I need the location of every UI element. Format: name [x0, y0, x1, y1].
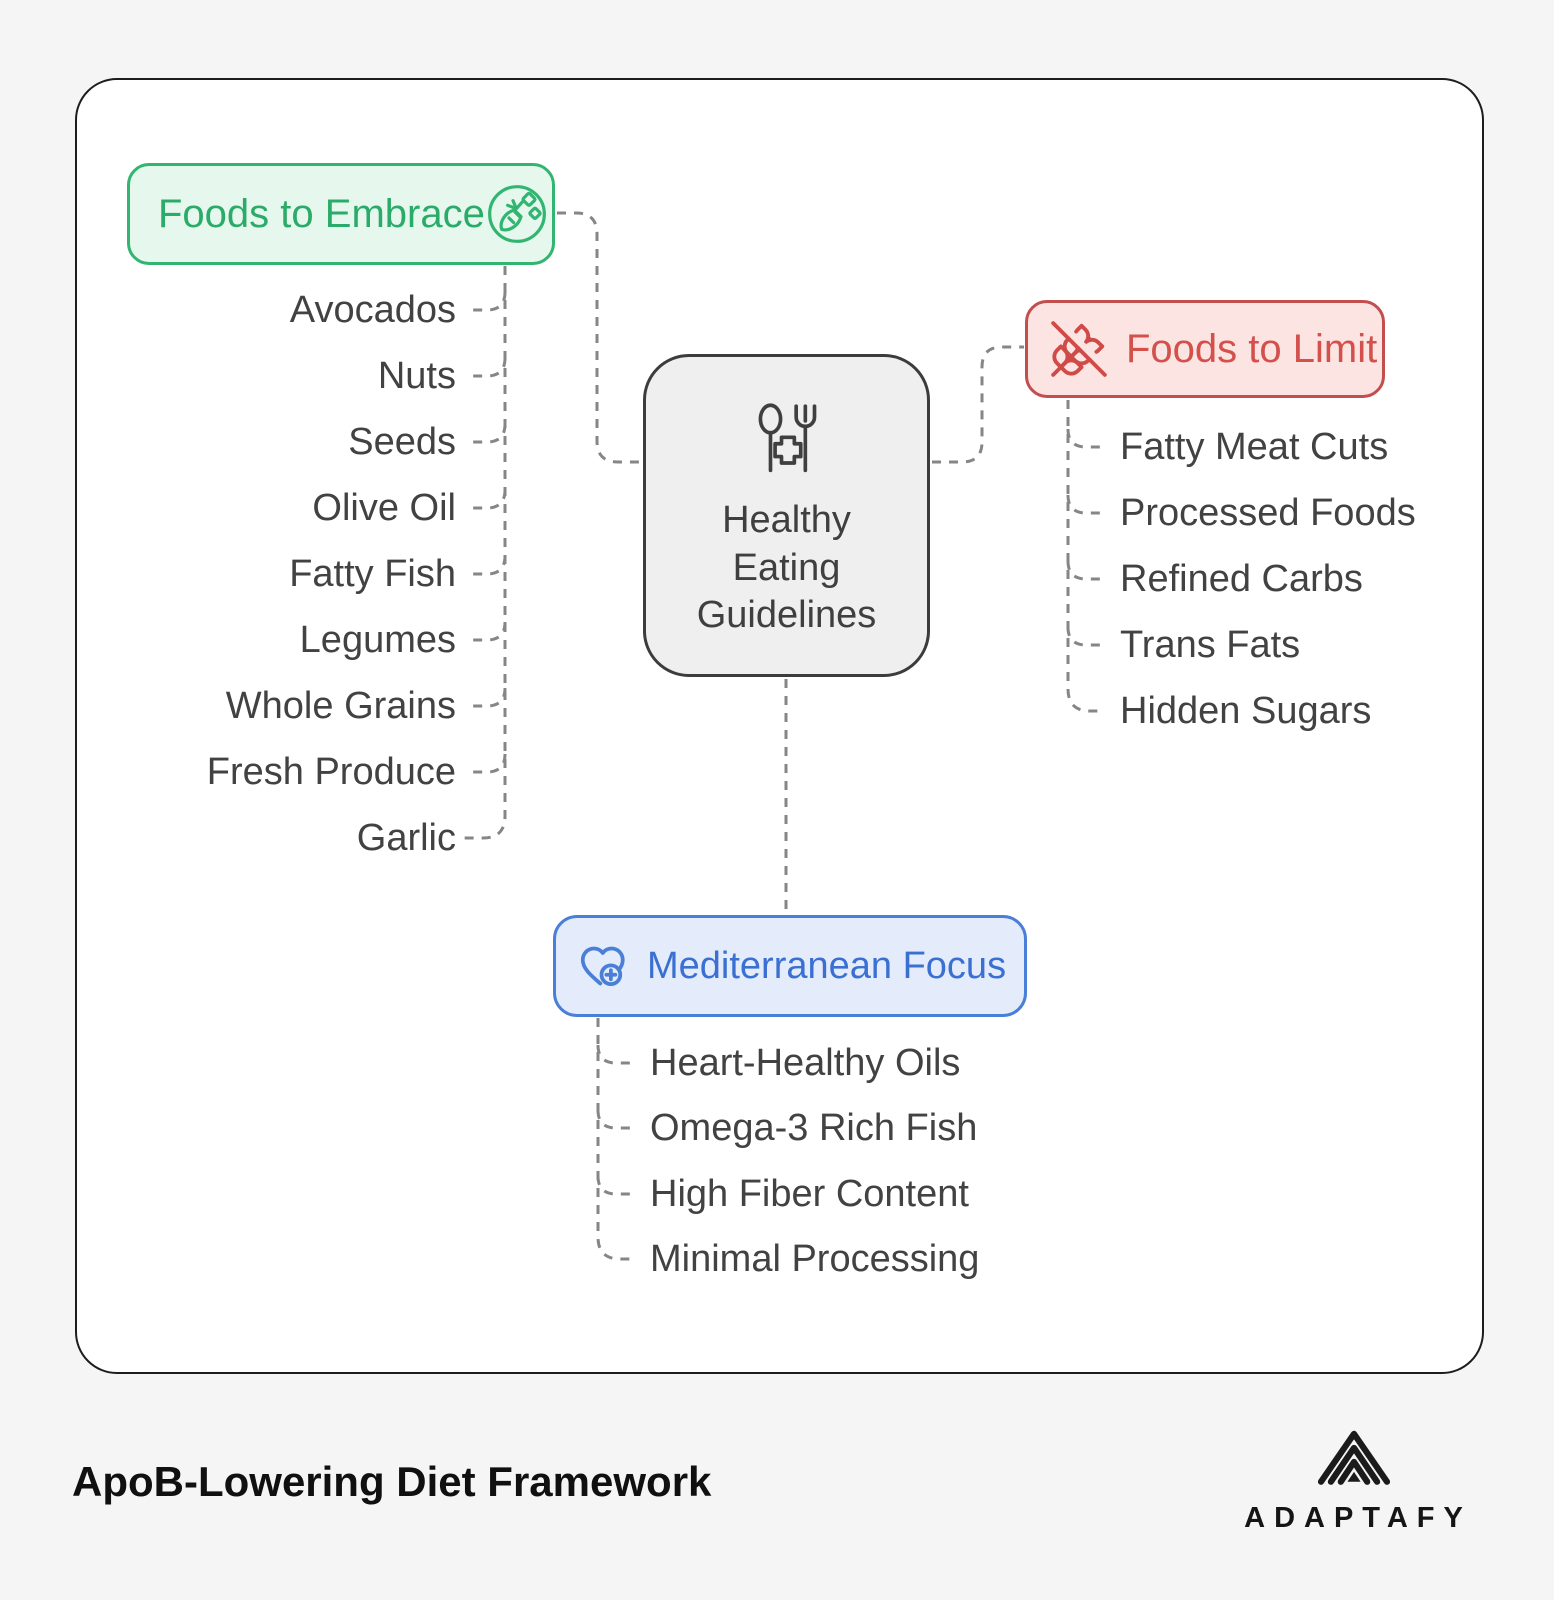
brand-name: ADAPTAFY [1244, 1502, 1472, 1534]
heart-plus-icon [574, 936, 634, 996]
page-title: ApoB-Lowering Diet Framework [72, 1458, 712, 1505]
limit-item: Trans Fats [1120, 624, 1301, 666]
vegetables-carrot-circle-icon [485, 182, 549, 246]
foods-to-limit-node: Foods to Limit [1025, 300, 1385, 398]
adaptafy-logo: ADAPTAFY [1238, 1424, 1478, 1544]
utensils-medical-cross-icon [739, 397, 835, 485]
embrace-item: Fresh Produce [206, 751, 456, 793]
mediterranean-item: Omega-3 Rich Fish [650, 1107, 978, 1149]
foods-to-embrace-node: Foods to Embrace [127, 163, 555, 265]
embrace-item: Garlic [356, 817, 456, 859]
healthy-eating-guidelines-node: Healthy Eating Guidelines [643, 354, 930, 677]
limit-item: Refined Carbs [1120, 558, 1363, 600]
limit-item: Fatty Meat Cuts [1120, 426, 1389, 468]
embrace-item: Seeds [348, 421, 456, 463]
center-node-label: Healthy Eating Guidelines [696, 499, 877, 636]
mediterranean-focus-node: Mediterranean Focus [553, 915, 1027, 1017]
embrace-item: Legumes [299, 619, 456, 661]
wheat-off-icon [1048, 318, 1110, 380]
limit-item: Hidden Sugars [1120, 690, 1372, 732]
embrace-item: Whole Grains [225, 685, 456, 727]
mediterranean-item: Minimal Processing [650, 1238, 980, 1280]
mediterranean-item: High Fiber Content [650, 1173, 969, 1215]
mediterranean-item: Heart-Healthy Oils [650, 1042, 961, 1084]
diagram-card [75, 78, 1484, 1374]
foods-to-embrace-label: Foods to Embrace [158, 191, 485, 236]
nested-chevron-a-mark-icon [1312, 1424, 1396, 1490]
embrace-item: Fatty Fish [289, 553, 456, 595]
embrace-item: Nuts [377, 355, 456, 397]
embrace-item: Avocados [289, 289, 456, 331]
limit-item: Processed Foods [1120, 492, 1416, 534]
foods-to-limit-label: Foods to Limit [1126, 326, 1378, 371]
mediterranean-focus-label: Mediterranean Focus [647, 944, 1007, 987]
embrace-item: Olive Oil [312, 487, 456, 529]
